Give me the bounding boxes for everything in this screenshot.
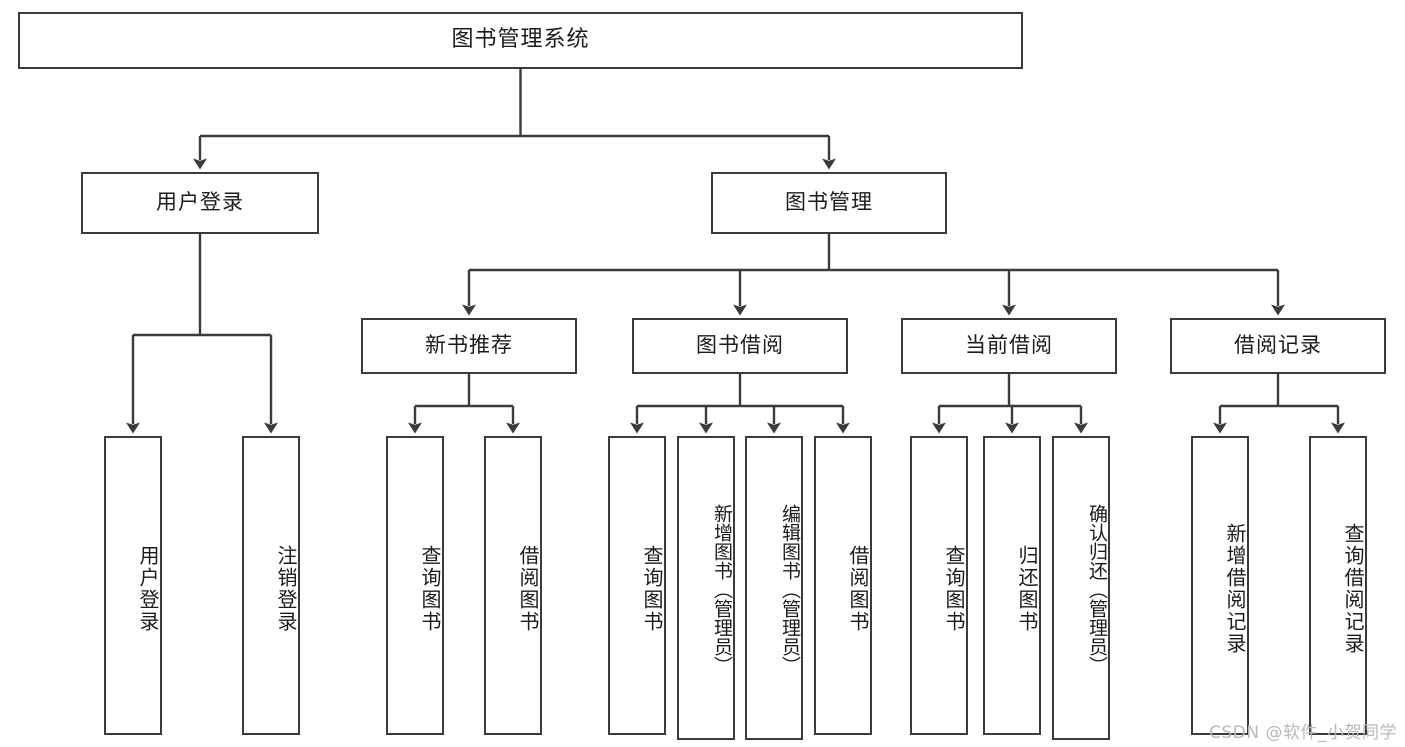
node-user-login[interactable]: 用户登录	[81, 172, 319, 234]
node-new-book-rec[interactable]: 新书推荐	[361, 318, 577, 374]
node-leaf-confirm-return[interactable]: 确认归还（管理员）	[1052, 436, 1110, 740]
node-leaf-return-book[interactable]: 归还图书	[983, 436, 1041, 735]
node-leaf-query-book-2[interactable]: 查询图书	[608, 436, 666, 735]
node-book-manage[interactable]: 图书管理	[711, 172, 947, 234]
node-leaf-query-record[interactable]: 查询借阅记录	[1309, 436, 1367, 735]
node-leaf-borrow-book-2[interactable]: 借阅图书	[814, 436, 872, 735]
watermark-label: CSDN @软件_小贺同学	[1209, 723, 1397, 743]
node-leaf-add-book[interactable]: 新增图书（管理员）	[677, 436, 735, 740]
node-leaf-query-book-3[interactable]: 查询图书	[910, 436, 968, 735]
node-leaf-query-book-1[interactable]: 查询图书	[386, 436, 444, 735]
node-book-borrow[interactable]: 图书借阅	[632, 318, 848, 374]
node-leaf-edit-book[interactable]: 编辑图书（管理员）	[745, 436, 803, 740]
node-current-borrow[interactable]: 当前借阅	[901, 318, 1117, 374]
node-borrow-record[interactable]: 借阅记录	[1170, 318, 1386, 374]
node-leaf-user-login[interactable]: 用户登录	[104, 436, 162, 735]
node-leaf-add-record[interactable]: 新增借阅记录	[1191, 436, 1249, 735]
node-leaf-logout[interactable]: 注销登录	[242, 436, 300, 735]
node-leaf-borrow-book-1[interactable]: 借阅图书	[484, 436, 542, 735]
node-root-system[interactable]: 图书管理系统	[18, 12, 1023, 69]
